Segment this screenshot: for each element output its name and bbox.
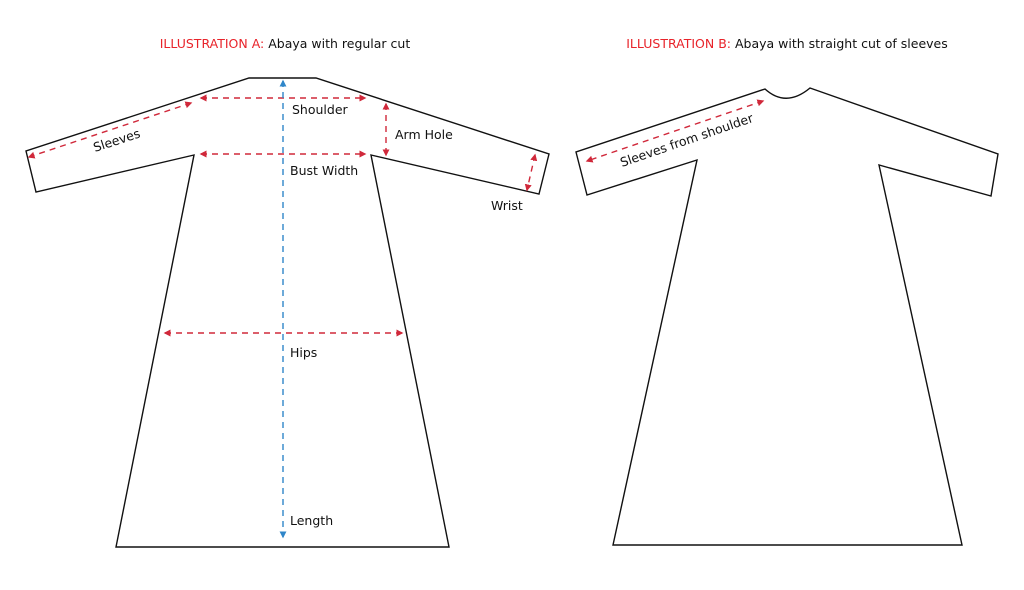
abaya-b-outline: [575, 87, 999, 546]
bust-width-label: Bust Width: [290, 163, 358, 178]
wrist-label: Wrist: [491, 198, 523, 213]
illustration-a-title: ILLUSTRATION A: Abaya with regular cut: [160, 36, 411, 51]
shoulder-label: Shoulder: [292, 102, 349, 117]
illustration-a-prefix: ILLUSTRATION A:: [160, 36, 265, 51]
illustration-b-caption: Abaya with straight cut of sleeves: [735, 36, 948, 51]
length-label: Length: [290, 513, 333, 528]
sleeves-label: Sleeves: [91, 126, 142, 155]
arm-hole-label: Arm Hole: [395, 127, 453, 142]
illustration-b-title: ILLUSTRATION B: Abaya with straight cut …: [626, 36, 947, 51]
hips-label: Hips: [290, 345, 317, 360]
sleeves-from-shoulder-label: Sleeves from shoulder: [618, 110, 756, 170]
illustration-a-caption: Abaya with regular cut: [268, 36, 410, 51]
wrist-measure-line: [524, 153, 538, 192]
illustration-b-prefix: ILLUSTRATION B:: [626, 36, 731, 51]
sleeves-from-shoulder-measure-line: [585, 99, 765, 163]
abaya-a-outline: [25, 77, 550, 548]
